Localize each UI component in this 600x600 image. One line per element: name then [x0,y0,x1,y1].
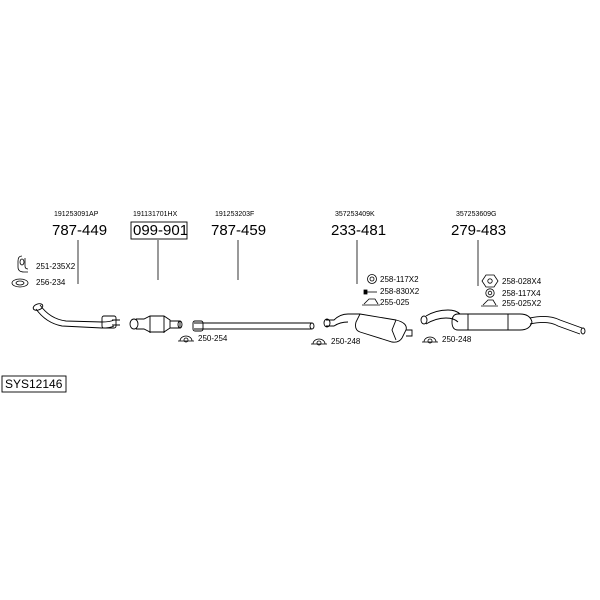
pipe-clamp-icon [178,335,194,343]
front-pipe-drawing[interactable] [32,302,120,329]
accessory-code: 250-248 [442,335,472,344]
part-number[interactable]: 279-483 [451,222,506,239]
oem-number: 357253409K [335,211,375,218]
center-silencer-drawing[interactable] [323,313,413,343]
part-number-box [130,221,188,240]
accessory-item[interactable]: 258-830X2 [363,287,420,296]
pipe-clamp-icon [311,338,327,346]
mounting-bracket-icon [481,299,498,307]
accessory-code: 258-830X2 [380,287,420,296]
intermediate-pipe-drawing[interactable] [192,320,315,332]
part-label-group-4: 357253409K 233-481 [331,211,386,284]
accessory-item[interactable]: 255-025 [362,298,410,307]
accessory-code: 250-248 [331,337,361,346]
system-code: SYS12146 [5,377,63,391]
rubber-ring-icon [485,288,495,298]
accessory-item[interactable]: 250-248 [311,337,361,346]
oem-number: 191253203F [215,211,254,218]
part-label-group-2: 191131701HX 099-901 [130,211,188,280]
accessory-item[interactable]: 258-028X4 [481,274,542,288]
oem-number: 191131701HX [133,211,178,218]
part-label-group-1: 191253091AP 787-449 [52,211,107,284]
rear-silencer-drawing[interactable] [420,309,586,335]
accessory-item[interactable]: 250-248 [422,335,472,344]
accessory-item[interactable]: 250-254 [178,334,228,343]
part-label-group-3: 191253203F 787-459 [211,211,266,280]
part-number[interactable]: 787-459 [211,222,266,239]
gasket-ring-icon [11,278,29,288]
system-code-box [1,375,67,393]
accessory-code: 258-028X4 [502,277,542,286]
oem-number: 357253609G [456,211,496,218]
catalytic-converter-drawing[interactable] [129,315,183,333]
part-number[interactable]: 233-481 [331,222,386,239]
accessory-item[interactable]: 256-234 [11,278,66,288]
bolt-icon [363,289,377,295]
accessory-item[interactable]: 258-117X4 [485,288,541,298]
mounting-bracket-icon [362,298,380,306]
part-label-group-5: 357253609G 279-483 [451,211,506,286]
accessory-item[interactable]: 255-025X2 [481,299,542,308]
accessory-code: 255-025X2 [502,299,542,308]
accessory-code: 258-117X2 [380,275,419,284]
accessory-item[interactable]: 251-235X2 [17,255,76,273]
part-number[interactable]: 099-901 [133,222,188,239]
oem-number: 191253091AP [54,211,99,218]
accessory-code: 251-235X2 [36,262,76,271]
rubber-ring-icon [367,274,377,284]
clamp-bracket-icon [17,255,29,273]
part-number[interactable]: 787-449 [52,222,107,239]
accessory-code: 255-025 [380,298,410,307]
pipe-clamp-icon [422,336,438,344]
system-code-label: SYS12146 [1,375,67,393]
accessory-item[interactable]: 258-117X2 [367,274,420,285]
nut-icon [481,274,499,288]
accessory-code: 250-254 [198,334,228,343]
accessory-code: 256-234 [36,278,66,287]
accessory-code: 258-117X4 [502,289,541,298]
